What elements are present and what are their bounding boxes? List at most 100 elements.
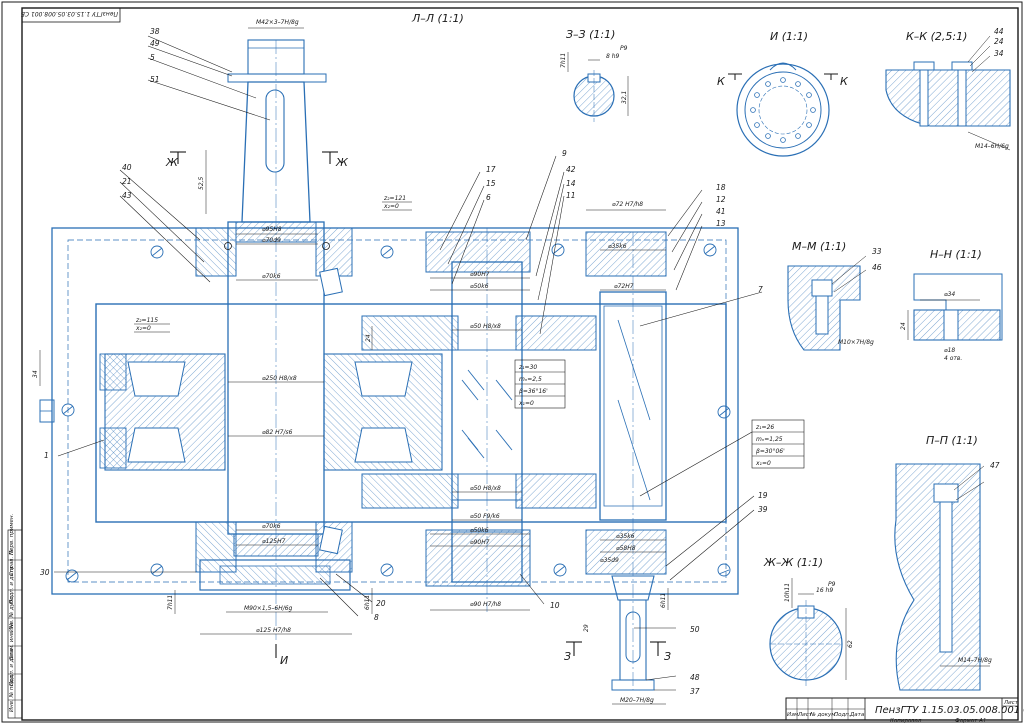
marker-z-right: З	[664, 650, 671, 663]
part-17: 17	[486, 165, 496, 174]
part-19: 19	[758, 491, 768, 500]
dim-d95: ⌀95H8	[262, 226, 282, 233]
z3-32: 32,1	[621, 91, 628, 104]
mm-m10: M10×7H/8g	[838, 339, 874, 346]
title-col-izm: Изм.	[787, 712, 800, 718]
output-shaft	[227, 40, 325, 640]
view-title-zhzh: Ж–Ж (1:1)	[763, 556, 823, 569]
view-title-pp: П–П (1:1)	[926, 434, 978, 447]
section-kk	[885, 35, 1011, 151]
part-8: 8	[374, 613, 379, 622]
dim-m20: M20–7H/8g	[620, 697, 654, 704]
side-strip-2: Подп. и дата	[9, 648, 15, 686]
dim-h11-c: 6h11	[660, 593, 667, 608]
part-51: 51	[150, 75, 160, 84]
bolt-hole-icon	[765, 133, 771, 139]
part-14: 14	[566, 179, 576, 188]
g3-z: z₁=30	[518, 364, 537, 371]
part-20: 20	[376, 599, 386, 608]
part-41: 41	[716, 207, 726, 216]
part-49: 49	[150, 39, 160, 48]
bolt-hole-icon	[806, 92, 812, 98]
g2-x: x₂=0	[383, 203, 399, 210]
title-stamp-code: ПензГТУ 1.15.03.05.008.001 СБ	[875, 705, 1024, 716]
dim-d50k6b: ⌀50k6	[470, 527, 489, 534]
section-z3	[567, 52, 629, 122]
dim-34v: 34	[32, 370, 39, 378]
title-col-sign: Подп.	[834, 712, 851, 718]
part-35: 44	[994, 27, 1004, 36]
dim-h11-a: 7h11	[167, 595, 174, 610]
dim-d72h7: ⌀72H7	[614, 283, 634, 290]
pp-m14: M14–7H/8g	[958, 657, 992, 664]
inner-frame	[21, 7, 1019, 721]
g1-z: z₂=115	[135, 317, 158, 324]
part-43: 43	[122, 191, 132, 200]
view-title-nn: Н–Н (1:1)	[930, 248, 982, 261]
z3-h9: 8 h9	[606, 53, 620, 60]
bolt-hole-icon	[750, 107, 756, 113]
part-5: 5	[150, 53, 155, 62]
gear-param-leaders	[134, 201, 805, 497]
section-markers	[170, 151, 666, 658]
g3-x: x₁=0	[518, 400, 534, 407]
dim-m90: M90×1,5–6H/6g	[244, 605, 293, 612]
side-strip	[7, 529, 23, 719]
dimension-lines	[39, 27, 669, 705]
zhzh-h11: 10h11	[784, 583, 791, 602]
bolt-hole-icon	[806, 122, 812, 128]
nn-d18: ⌀18	[944, 347, 955, 354]
part-37: 37	[690, 687, 700, 696]
bolt-hole-icon	[754, 122, 760, 128]
section-pp	[894, 463, 990, 691]
view-i-drawing	[728, 62, 838, 157]
input-shaft	[585, 231, 667, 691]
g4-b: β=30°06'	[756, 448, 785, 455]
dim-29: 29	[583, 624, 590, 632]
g2-z: z₂=121	[383, 195, 406, 202]
section-mm	[787, 255, 867, 351]
dim-d90h7b: ⌀90H7	[470, 539, 490, 546]
dim-d70k6-a: ⌀70k6	[262, 273, 281, 280]
title-col-date: Дата	[849, 712, 865, 718]
format-label: Формат A1	[955, 718, 986, 724]
helical-teeth	[451, 349, 523, 475]
sheet-label: Лист	[1003, 700, 1019, 706]
kk-m14: M14–6H/6g	[975, 143, 1009, 150]
side-strip-3: Взам. инв. №	[9, 622, 15, 660]
part-34: 47	[990, 461, 1000, 470]
part-10: 10	[550, 601, 560, 610]
bolt-hole-icon	[810, 107, 816, 113]
bolt-hole-icon	[795, 133, 801, 139]
part-7: 7	[758, 285, 763, 294]
bolt-hole-icon	[754, 92, 760, 98]
dim-d50x8b: ⌀50 H8/x8	[470, 485, 501, 492]
dim-d58: ⌀58H8	[616, 545, 636, 552]
side-strip-6: Справ. №	[9, 549, 15, 576]
view-i-bolt-ring	[750, 77, 816, 143]
part-21: 21	[122, 177, 132, 186]
z3-h11: 7h11	[560, 53, 567, 68]
dim-d35k6b: ⌀35k6	[616, 533, 635, 540]
bottom-cover	[199, 559, 351, 591]
bolt-hole-icon	[795, 81, 801, 87]
part-6: 6	[486, 193, 491, 202]
rotated-stamp-code: ПензГТУ 1.15.03.05.008.001 СБ	[21, 10, 118, 17]
housing-outline	[39, 227, 739, 595]
output-gear-section	[99, 353, 443, 471]
dim-d90h7: ⌀90H7	[470, 271, 490, 278]
marker-z-left: З	[564, 650, 571, 663]
part-48: 48	[690, 673, 700, 682]
dim-d82: ⌀82 H7/s6	[262, 429, 293, 436]
part-39: 39	[758, 505, 768, 514]
part-30: 30	[40, 568, 50, 577]
part-15: 15	[486, 179, 496, 188]
marker-i: И	[280, 654, 288, 667]
copied-label: Копировал	[890, 718, 922, 724]
g3-b: β=36°16'	[519, 388, 548, 395]
dim-24a: 24	[365, 334, 372, 342]
part-11: 11	[566, 191, 576, 200]
g4-m: mₙ=1,25	[756, 436, 783, 443]
view-title-main: Л–Л (1:1)	[411, 12, 464, 25]
